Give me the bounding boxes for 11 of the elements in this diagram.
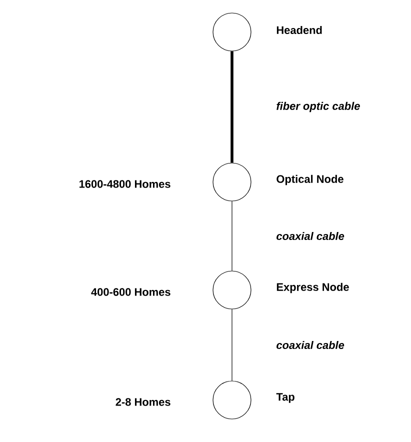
node-label: Express Node — [276, 282, 349, 294]
homes-label: 2-8 Homes — [116, 398, 170, 406]
node-label: Tap — [276, 393, 294, 403]
node-label: Optical Node — [276, 174, 344, 186]
edge-label: coaxial cable — [276, 232, 344, 240]
node-label: Headend — [276, 26, 322, 34]
edge-label: coaxial cable — [276, 340, 344, 350]
homes-label: 400-600 Homes — [91, 288, 170, 296]
cable-line — [230, 51, 234, 163]
edge-label: fiber optic cable — [276, 102, 360, 112]
homes-label: 1600-4800 Homes — [80, 180, 170, 188]
